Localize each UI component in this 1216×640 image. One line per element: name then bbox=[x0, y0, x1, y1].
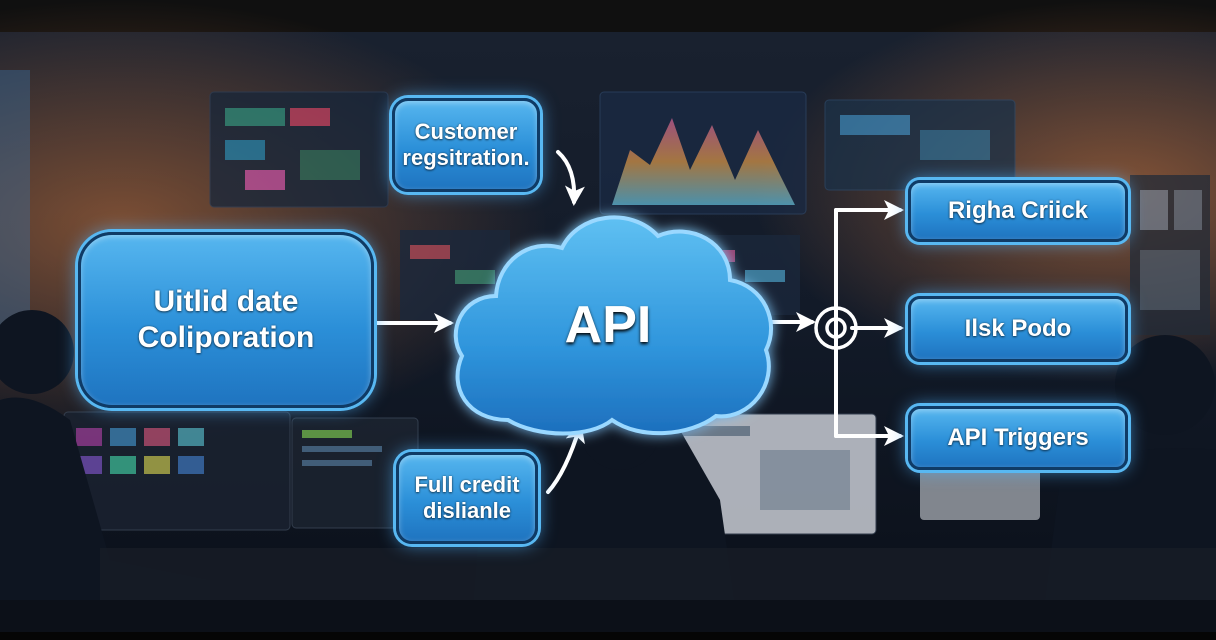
node-bottom-box: Full credit dislianle bbox=[396, 452, 538, 544]
node-right-1-label: Righa Criick bbox=[947, 196, 1089, 224]
target-hub-icon bbox=[814, 306, 858, 350]
node-right-1-box: Righa Criick bbox=[908, 180, 1128, 242]
arrow-top-to-api bbox=[556, 150, 585, 206]
node-bottom-line1: Full credit bbox=[414, 471, 520, 497]
node-left-box: Uitlid date Coliporation bbox=[78, 232, 374, 408]
node-right-3-label: API Triggers bbox=[947, 423, 1089, 451]
node-bottom-line2: dislianle bbox=[422, 498, 512, 523]
node-right-3-box: API Triggers bbox=[908, 406, 1128, 470]
node-left-line1: Uitlid date bbox=[153, 285, 299, 318]
node-top-box: Customer regsitration. bbox=[392, 98, 540, 192]
api-cloud-label: API bbox=[565, 296, 652, 354]
node-top-line2: regsitration. bbox=[402, 145, 530, 170]
node-top-line1: Customer bbox=[414, 118, 518, 144]
node-right-2-box: Ilsk Podo bbox=[908, 296, 1128, 362]
node-right-2-label: Ilsk Podo bbox=[964, 314, 1072, 342]
node-left-line2: Coliporation bbox=[137, 321, 315, 354]
api-cloud bbox=[453, 215, 774, 436]
